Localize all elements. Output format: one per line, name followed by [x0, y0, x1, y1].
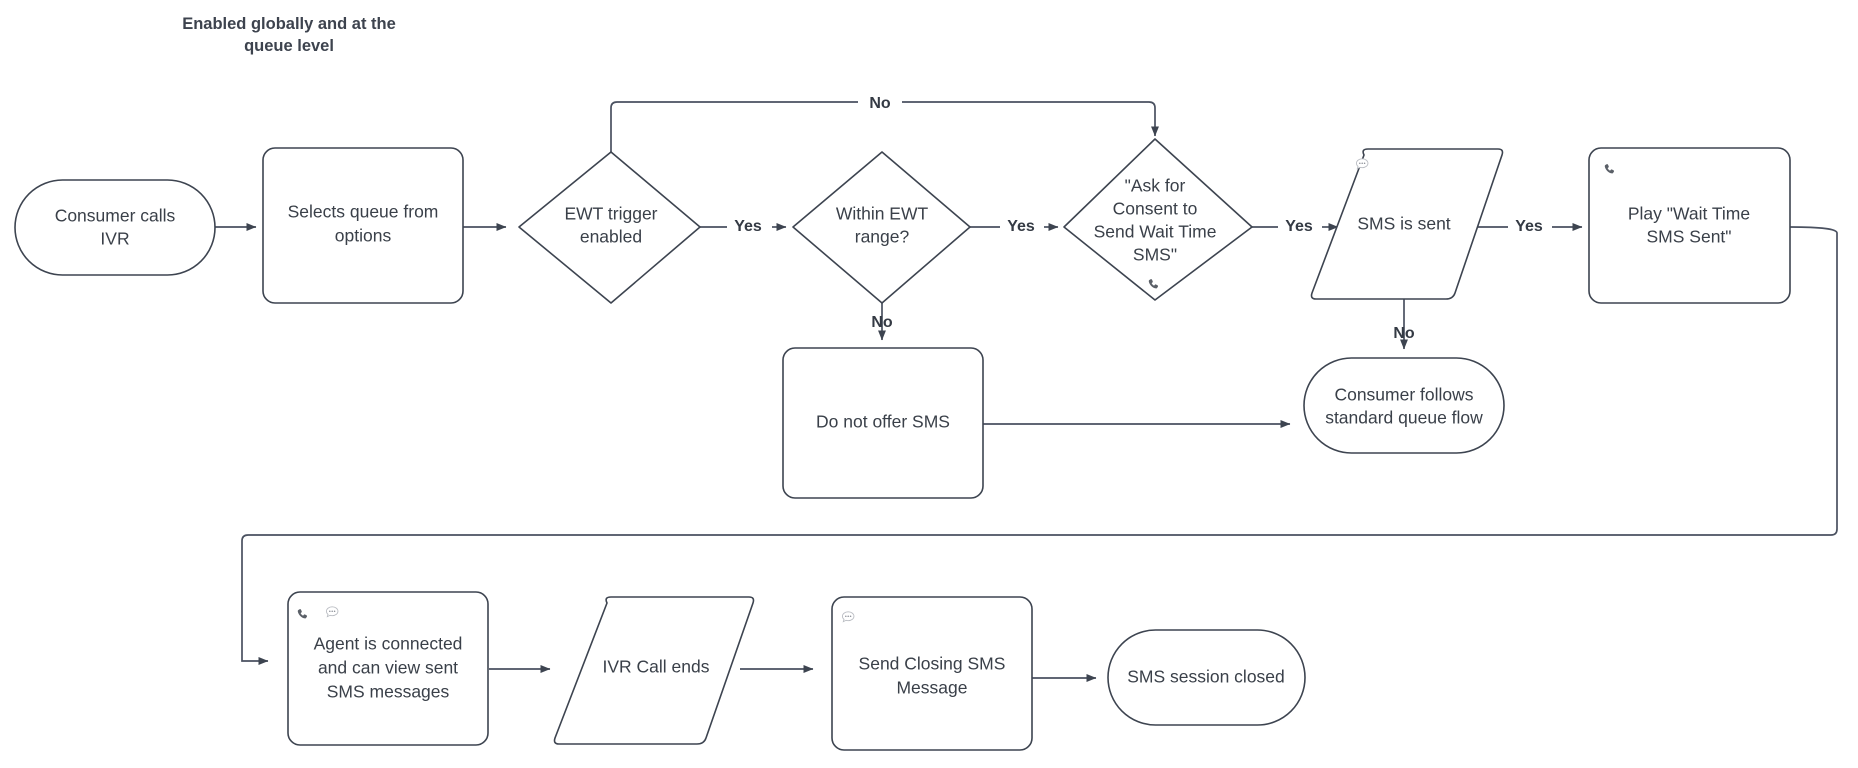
node-consent-line3: Send Wait Time [1094, 222, 1217, 242]
node-play-wait-time-line1: Play "Wait Time [1628, 204, 1750, 224]
node-sms-is-sent[interactable]: SMS is sent [1310, 148, 1504, 300]
node-standard-flow-line2: standard queue flow [1325, 408, 1483, 428]
node-ewt-trigger-enabled[interactable]: EWT trigger enabled [518, 151, 701, 304]
node-play-wait-time-sms-sent[interactable]: Play "Wait Time SMS Sent" [1588, 147, 1791, 304]
diagram-title-line1: Enabled globally and at the [182, 15, 396, 33]
chat-bubble-icon [842, 611, 855, 623]
node-ewt-trigger-line2: enabled [580, 227, 642, 247]
node-consumer-calls-ivr[interactable]: Consumer calls IVR [14, 179, 216, 276]
edge-label-sms-sent-no: No [1393, 325, 1415, 342]
node-consumer-calls-ivr-line1: Consumer calls [55, 206, 176, 226]
node-ivr-call-ends[interactable]: IVR Call ends [553, 596, 755, 745]
edge-label-within-range-yes-fallback: Yes [1007, 218, 1035, 235]
edge-label-consent-yes: Yes [1285, 218, 1313, 235]
node-send-closing-line2: Message [896, 678, 967, 698]
node-do-not-offer-sms-label: Do not offer SMS [816, 412, 950, 432]
node-within-range-line1: Within EWT [836, 204, 929, 224]
edge-label-sms-sent-yes: Yes [1515, 218, 1543, 235]
connector-play-wait-time-to-agent-connected [241, 226, 1838, 665]
diagram-title-line2: queue level [244, 37, 334, 55]
node-selects-queue-line1: Selects queue from [288, 202, 439, 222]
edge-label-ewt-yes: Yes [734, 218, 762, 235]
node-agent-connected-line1: Agent is connected [314, 634, 463, 654]
node-consent-line1: "Ask for [1125, 176, 1186, 196]
chat-bubble-icon [1356, 158, 1369, 170]
node-selects-queue[interactable]: Selects queue from options [262, 147, 464, 304]
svg-text:No: No [869, 95, 891, 112]
node-ask-for-consent[interactable]: "Ask for Consent to Send Wait Time SMS" [1063, 138, 1253, 301]
node-within-ewt-range[interactable]: Within EWT range? [792, 151, 971, 304]
node-within-range-line2: range? [855, 227, 910, 247]
node-agent-connected[interactable]: Agent is connected and can view sent SMS… [287, 591, 489, 746]
node-sms-is-sent-label: SMS is sent [1357, 214, 1450, 234]
node-standard-flow-line1: Consumer follows [1334, 385, 1473, 405]
phone-icon [1604, 164, 1615, 174]
node-play-wait-time-line2: SMS Sent" [1647, 227, 1732, 247]
node-consumer-calls-ivr-line2: IVR [100, 229, 129, 249]
node-do-not-offer-sms[interactable]: Do not offer SMS [782, 347, 984, 499]
chat-bubble-icon [326, 606, 339, 618]
node-consent-line2: Consent to [1113, 199, 1198, 219]
node-agent-connected-line2: and can view sent [318, 658, 458, 678]
node-agent-connected-line3: SMS messages [327, 682, 450, 702]
node-sms-session-closed[interactable]: SMS session closed [1107, 629, 1306, 726]
edge-label-ewt-no: No [858, 92, 902, 113]
node-ivr-call-ends-label: IVR Call ends [603, 657, 710, 677]
diagram-title: Enabled globally and at the queue level [182, 15, 396, 55]
node-ewt-trigger-line1: EWT trigger [564, 204, 657, 224]
node-send-closing-sms-message[interactable]: Send Closing SMS Message [831, 596, 1033, 751]
node-consent-line4: SMS" [1133, 245, 1177, 265]
phone-icon [297, 609, 308, 619]
node-selects-queue-line2: options [335, 226, 392, 246]
node-sms-session-closed-label: SMS session closed [1127, 667, 1285, 687]
edge-label-within-range-no: No [871, 314, 893, 331]
phone-icon [1148, 279, 1159, 289]
node-send-closing-line1: Send Closing SMS [859, 654, 1006, 674]
node-consumer-follows-standard-queue-flow[interactable]: Consumer follows standard queue flow [1303, 357, 1505, 454]
